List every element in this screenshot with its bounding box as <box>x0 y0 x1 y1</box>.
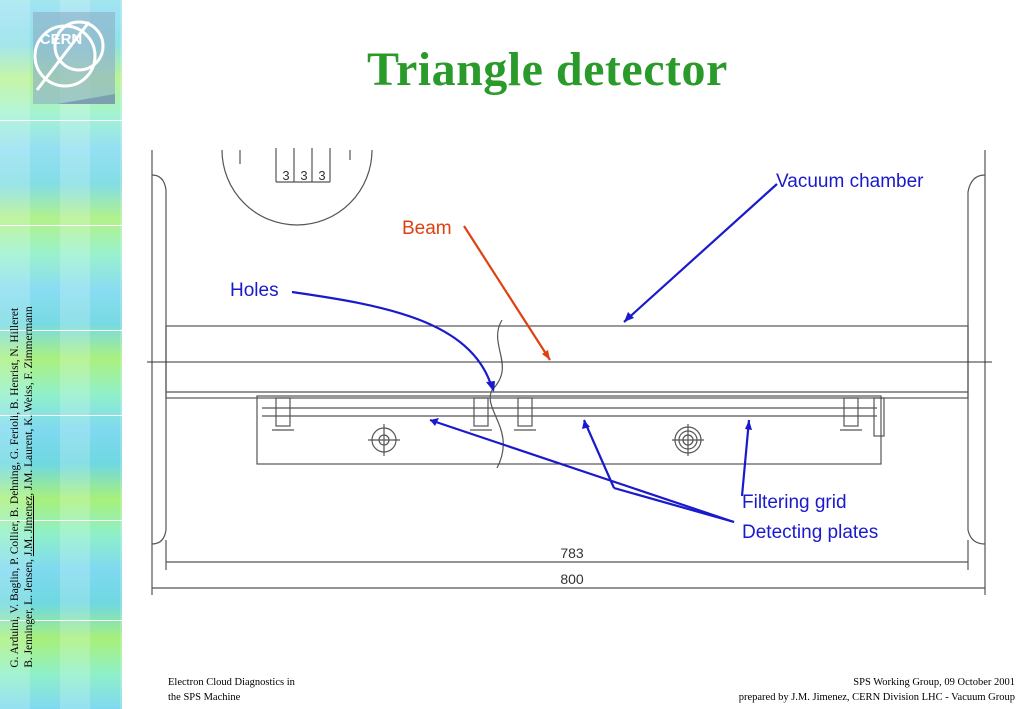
triangle-detector-drawing: 3 3 3 783 800 Vacuum chamber Beam Holes … <box>147 148 992 595</box>
footer-right-line-2: prepared by J.M. Jimenez, CERN Division … <box>738 692 1015 703</box>
hole-spacing-3: 3 <box>318 168 325 183</box>
hole-spacing-2: 3 <box>300 168 307 183</box>
label-vacuum-chamber: Vacuum chamber <box>776 171 924 192</box>
label-beam: Beam <box>402 218 452 239</box>
hole-spacing-1: 3 <box>282 168 289 183</box>
detector-box <box>256 395 882 465</box>
filtering-grid-arrow-a <box>582 419 616 489</box>
footer-left: Electron Cloud Diagnostics in the SPS Ma… <box>168 675 295 705</box>
mounting-hole <box>672 424 704 456</box>
detail-circle <box>221 149 373 226</box>
authors-block: G. Arduini, V. Baglin, P. Collier, B. De… <box>0 0 44 709</box>
footer-left-line-1: Electron Cloud Diagnostics in <box>168 677 295 688</box>
authors-line-2: B. Jenninger, L. Jensen, J.M. Jimenez, J… <box>23 306 35 668</box>
label-detecting-plates: Detecting plates <box>742 522 878 543</box>
label-filtering-grid: Filtering grid <box>742 492 847 513</box>
sidebar-pattern <box>0 0 122 709</box>
holes-arrow <box>291 290 494 389</box>
authors-text: G. Arduini, V. Baglin, P. Collier, B. De… <box>8 306 36 667</box>
underlined-author: J.M. Jimenez <box>23 495 35 557</box>
vacuum-chamber-arrow <box>623 183 778 323</box>
right-flange <box>967 150 986 550</box>
sidebar-divider <box>0 330 122 331</box>
label-holes: Holes <box>230 280 279 301</box>
detector-end-cap <box>873 397 885 437</box>
beam-arrow <box>463 225 551 361</box>
cern-logo: CERN <box>33 12 115 104</box>
mounting-hole <box>368 424 400 456</box>
bolt <box>272 397 862 431</box>
sidebar-divider <box>0 415 122 416</box>
slide-title: Triangle detector <box>367 43 728 96</box>
filtering-grid-arrow-b <box>740 419 751 497</box>
break-line <box>489 319 504 469</box>
authors-line-1: G. Arduini, V. Baglin, P. Collier, B. De… <box>9 307 21 668</box>
logo-text: CERN <box>40 31 83 48</box>
sidebar-divider <box>0 120 122 121</box>
dimension-783-label: 783 <box>560 545 584 561</box>
sidebar-divider <box>0 620 122 621</box>
dimension-800-label: 800 <box>560 571 584 587</box>
sidebar-divider <box>0 520 122 521</box>
detecting-plates-arrow <box>429 418 735 524</box>
sidebar-divider <box>0 225 122 226</box>
footer-left-line-2: the SPS Machine <box>168 692 241 703</box>
footer-right-line-1: SPS Working Group, 09 October 2001 <box>853 677 1015 688</box>
decorative-sidebar <box>0 0 122 709</box>
left-flange <box>151 150 167 550</box>
footer-right: SPS Working Group, 09 October 2001 prepa… <box>739 675 1015 705</box>
